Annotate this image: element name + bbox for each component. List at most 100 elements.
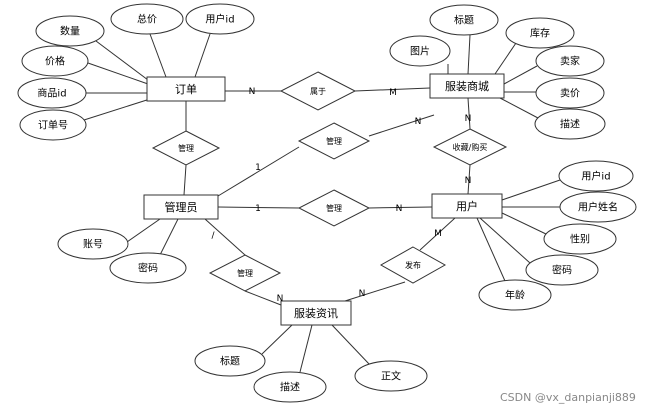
edges [83,33,561,373]
attribute-label: 价格 [45,55,65,68]
connector-line [501,212,547,235]
attribute-label: 用户姓名 [578,201,618,214]
connector-line [501,179,561,201]
entity-product: 服装商城 [429,73,505,99]
attribute-order_total: 总价 [110,3,184,35]
connector-line [159,218,179,256]
entity-label: 管理员 [165,200,198,214]
attribute-product_seller: 卖家 [535,45,605,77]
relationship-label: 管理 [178,143,194,153]
entity-user: 用户 [431,193,503,219]
connector-line [204,218,246,256]
relationship-label: 收藏/购买 [453,142,488,152]
connector-line [476,217,506,282]
attribute-label: 标题 [220,356,240,368]
cardinality-label: N [277,294,284,304]
entity-label: 服装资讯 [294,307,338,320]
attribute-order_price: 价格 [21,45,89,77]
attribute-label: 图片 [410,45,430,58]
attribute-user_gender: 性别 [543,223,617,255]
relationship-label: 管理 [326,136,342,146]
relationship-belongs: 属于 [279,71,357,111]
attribute-news_title: 标题 [194,345,266,377]
attribute-user_password: 密码 [525,254,599,286]
attribute-label: 总价 [137,13,157,26]
connector-line [87,62,149,85]
attribute-label: 库存 [530,27,550,40]
attribute-product_desc: 描述 [534,108,606,140]
connector-line [95,40,149,81]
watermark: CSDN @vx_danpianji889 [500,391,636,404]
cardinality-label: M [434,229,442,239]
cardinality-label: N [415,117,422,127]
attribute-label: 描述 [280,381,300,394]
attribute-label: 用户id [205,13,234,26]
relationship-admin_user: 管理 [297,189,371,227]
cardinality-label: 1 [255,204,261,214]
attribute-label: 年龄 [505,289,525,302]
connector-line [467,97,471,130]
connector-line [126,218,161,243]
attribute-label: 卖价 [560,88,580,100]
connector-line [503,65,538,85]
cardinality-label: N [396,204,403,214]
attribute-user_name: 用户姓名 [559,191,637,223]
attribute-order_no: 订单号 [19,109,87,141]
entity-admin: 管理员 [143,194,219,220]
nodes: 订单服装商城管理员用户服装资讯数量总价用户id价格商品id订单号图片标题库存卖家… [17,3,637,403]
connector-line [217,146,300,197]
connector-line [331,324,371,366]
cardinality-label: / [211,231,215,241]
cardinality-label: N [249,87,256,97]
connector-line [467,34,471,75]
connector-line [261,324,293,355]
attribute-product_image: 图片 [389,35,451,67]
attribute-label: 订单号 [38,120,68,132]
attribute-label: 卖家 [560,55,580,68]
connector-line [149,33,167,78]
attribute-label: 描述 [560,118,580,131]
relationship-label: 管理 [326,203,342,213]
connector-line [494,42,517,75]
connector-line [217,206,300,209]
connector-line [354,87,431,92]
attribute-product_price: 卖价 [535,77,605,109]
connector-line [194,33,211,78]
attribute-user_age: 年龄 [478,279,552,311]
attribute-user_id: 用户id [558,160,634,192]
relationship-admin_product: 管理 [297,122,371,160]
connector-line [499,97,539,119]
relationship-label: 管理 [237,268,253,278]
connector-line [244,290,282,306]
relationship-label: 发布 [405,260,421,270]
entity-news: 服装资讯 [280,300,352,326]
attribute-product_stock: 库存 [505,17,575,49]
connector-line [479,217,531,264]
attribute-label: 密码 [138,262,158,275]
entity-label: 服装商城 [445,79,489,93]
connector-line [83,98,151,121]
relationship-collect: 收藏/购买 [432,128,508,166]
attribute-label: 用户id [581,170,610,183]
relationship-label: 属于 [310,87,326,96]
attribute-label: 数量 [60,25,80,38]
attribute-product_title: 标题 [429,4,499,36]
attribute-label: 密码 [552,264,572,277]
attribute-news_desc: 描述 [253,371,327,403]
attribute-admin_account: 账号 [57,228,129,260]
entity-label: 订单 [175,83,197,96]
entity-order: 订单 [146,76,226,102]
connector-line [368,114,435,137]
attribute-news_body: 正文 [354,360,428,392]
connector-line [467,164,471,195]
cardinality-label: N [465,114,472,124]
connector-line [183,164,187,196]
attribute-label: 商品id [37,87,66,100]
relationship-admin_news: 管理 [208,254,282,292]
attribute-label: 标题 [454,15,474,27]
cardinality-label: N [465,176,472,186]
connector-line [419,217,456,251]
cardinality-label: 1 [255,163,261,173]
